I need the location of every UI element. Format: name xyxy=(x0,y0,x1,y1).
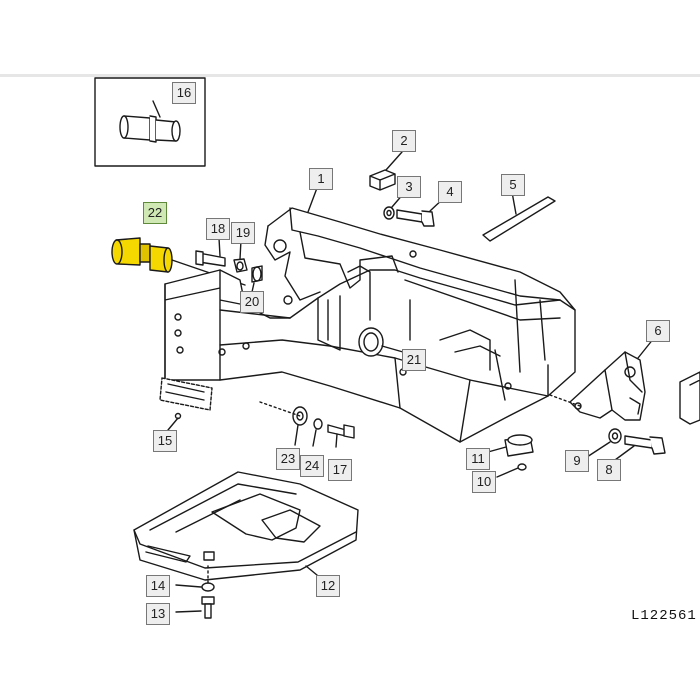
part-12-guard-plate xyxy=(133,471,359,581)
callout-3: 3 xyxy=(397,176,421,198)
callout-8: 8 xyxy=(597,459,621,481)
part-9-washer xyxy=(608,428,622,444)
callout-13: 13 xyxy=(146,603,170,625)
part-8-bolt xyxy=(624,435,666,455)
callout-12: 12 xyxy=(316,575,340,597)
callout-24: 24 xyxy=(300,455,324,477)
part-7-partial xyxy=(679,371,700,425)
part-6-bracket xyxy=(569,351,646,421)
part-3-washer xyxy=(383,206,395,220)
callout-17: 17 xyxy=(328,459,352,481)
callout-6: 6 xyxy=(646,320,670,342)
part-10-screw xyxy=(517,463,527,471)
part-5-strip xyxy=(482,196,556,242)
callout-21: 21 xyxy=(402,349,426,371)
callout-16: 16 xyxy=(172,82,196,104)
callout-22-highlighted: 22 xyxy=(143,202,167,224)
part-20-washer xyxy=(251,265,263,283)
top-bar xyxy=(0,0,700,77)
part-18-bolt xyxy=(195,250,226,267)
part-14-washer xyxy=(201,582,215,592)
callout-2: 2 xyxy=(392,130,416,152)
part-11-bushing xyxy=(504,434,534,457)
callout-14: 14 xyxy=(146,575,170,597)
part-13-bolt xyxy=(201,596,215,619)
callout-4: 4 xyxy=(438,181,462,203)
drawing-number: L122561 xyxy=(631,608,697,624)
part-24-washer xyxy=(313,418,323,430)
callout-19: 19 xyxy=(231,222,255,244)
callout-5: 5 xyxy=(501,174,525,196)
callout-11: 11 xyxy=(466,448,490,470)
callout-18: 18 xyxy=(206,218,230,240)
callout-15: 15 xyxy=(153,430,177,452)
part-15-plate xyxy=(159,377,213,420)
callout-20: 20 xyxy=(240,291,264,313)
callout-1: 1 xyxy=(309,168,333,190)
part-4-bolt xyxy=(396,209,435,227)
callout-9: 9 xyxy=(565,450,589,472)
part-17-bolt xyxy=(327,424,355,439)
callout-10: 10 xyxy=(472,471,496,493)
part-22-bushing-highlighted xyxy=(111,237,173,273)
part-1-main-frame xyxy=(164,207,576,443)
callout-23: 23 xyxy=(276,448,300,470)
part-2-block xyxy=(369,169,396,191)
part-21-plug xyxy=(358,327,384,357)
part-19-nut xyxy=(233,258,248,273)
